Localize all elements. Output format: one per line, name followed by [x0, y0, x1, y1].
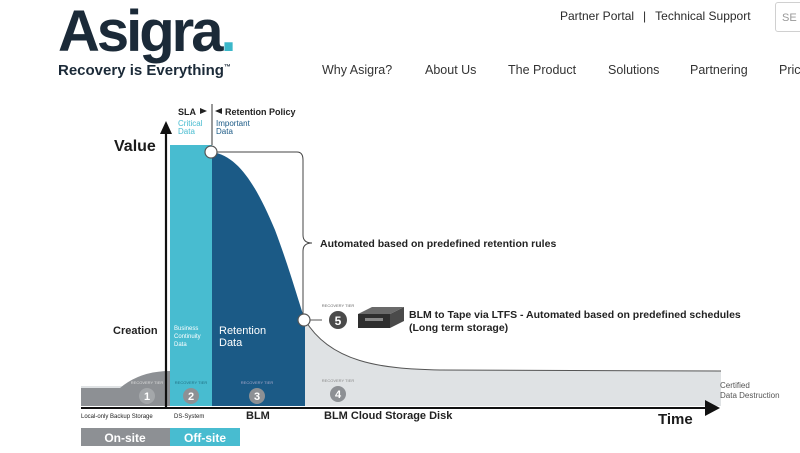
tier-4-badge [330, 386, 346, 402]
top-links: Partner Portal | Technical Support [560, 9, 751, 23]
logo-text: Asigra [58, 0, 224, 64]
local-backup-label: Local-only Backup Storage [81, 414, 153, 420]
tier-2-number: 2 [188, 391, 194, 403]
main-nav: Why Asigra? About Us The Product Solutio… [0, 63, 800, 79]
retention-policy-arrow [215, 108, 222, 114]
tier-1-label: RECOVERY TIER [131, 380, 164, 385]
tier-2-badge [183, 388, 199, 404]
critical-data-line1: Critical [178, 119, 203, 128]
tier-3-badge [249, 388, 265, 404]
automated-retention-text: Automated based on predefined retention … [320, 238, 556, 250]
tier-4-label: RECOVERY TIER [322, 378, 355, 383]
nav-the-product[interactable]: The Product [508, 63, 577, 77]
business-continuity-area [170, 145, 212, 406]
local-backup-area [81, 371, 170, 406]
business-continuity-line1: Business [174, 326, 198, 332]
onsite-label: On-site [104, 431, 146, 445]
blm-label: BLM [246, 410, 270, 422]
important-data-line1: Important [216, 119, 251, 128]
retention-brace [215, 151, 313, 314]
tier-1-number: 1 [144, 391, 150, 403]
nav-why-asigra[interactable]: Why Asigra? [322, 63, 393, 77]
tape-drive-icon [358, 307, 404, 328]
logo-dot: . [220, 0, 237, 64]
certified-line1: Certified [720, 381, 750, 390]
tier-3-label: RECOVERY TIER [241, 380, 274, 385]
tape-text-line1: BLM to Tape via LTFS - Automated based o… [409, 309, 741, 321]
business-continuity-line3: Data [174, 342, 187, 348]
cloud-storage-area [305, 320, 721, 406]
retention-data-line2: Data [219, 337, 243, 349]
sla-label: SLA [178, 107, 197, 117]
retention-area [212, 152, 305, 406]
sla-arrow [200, 108, 207, 114]
tier-5-label: RECOVERY TIER [322, 303, 355, 308]
tier-5-badge [329, 311, 347, 329]
tier-2-label: RECOVERY TIER [175, 380, 208, 385]
creation-label: Creation [113, 325, 158, 337]
tape-text-line2: (Long term storage) [409, 322, 508, 334]
certified-line2: Data Destruction [720, 391, 780, 400]
tagline: Recovery is Everything™ [58, 62, 231, 79]
retention-data-line1: Retention [219, 325, 266, 337]
important-data-line2: Data [216, 127, 233, 136]
offsite-label: Off-site [184, 431, 226, 445]
onsite-box [81, 428, 170, 446]
value-axis-arrow [160, 121, 172, 134]
offsite-box [170, 428, 240, 446]
cloud-storage-label: BLM Cloud Storage Disk [324, 410, 453, 422]
time-axis-arrow [705, 400, 720, 416]
value-curve-tail [304, 319, 722, 372]
tagline-text: Recovery is Everything [58, 62, 224, 79]
retention-policy-label: Retention Policy [225, 107, 296, 117]
nav-about-us[interactable]: About Us [425, 63, 477, 77]
tape-point-marker [297, 313, 311, 327]
nav-pricing[interactable]: Pric [779, 63, 800, 77]
nav-partnering[interactable]: Partnering [690, 63, 748, 77]
technical-support-link[interactable]: Technical Support [655, 9, 751, 23]
time-label: Time [658, 411, 693, 428]
ds-system-label: DS-System [174, 414, 204, 420]
critical-data-line2: Data [178, 127, 195, 136]
tier-5-number: 5 [335, 314, 342, 328]
nav-solutions[interactable]: Solutions [608, 63, 660, 77]
tier-3-number: 3 [254, 391, 260, 403]
top-link-separator: | [643, 9, 647, 23]
sla-point-marker [204, 145, 218, 159]
value-label: Value [114, 138, 156, 155]
tier-1-badge [139, 388, 155, 404]
trademark-mark: ™ [223, 64, 231, 71]
business-continuity-line2: Continuity [174, 334, 201, 340]
partner-portal-link[interactable]: Partner Portal [560, 9, 635, 23]
asigra-logo[interactable]: Asigra. [58, 0, 237, 64]
search-input[interactable]: SE [775, 2, 800, 32]
tier-4-number: 4 [335, 389, 342, 401]
